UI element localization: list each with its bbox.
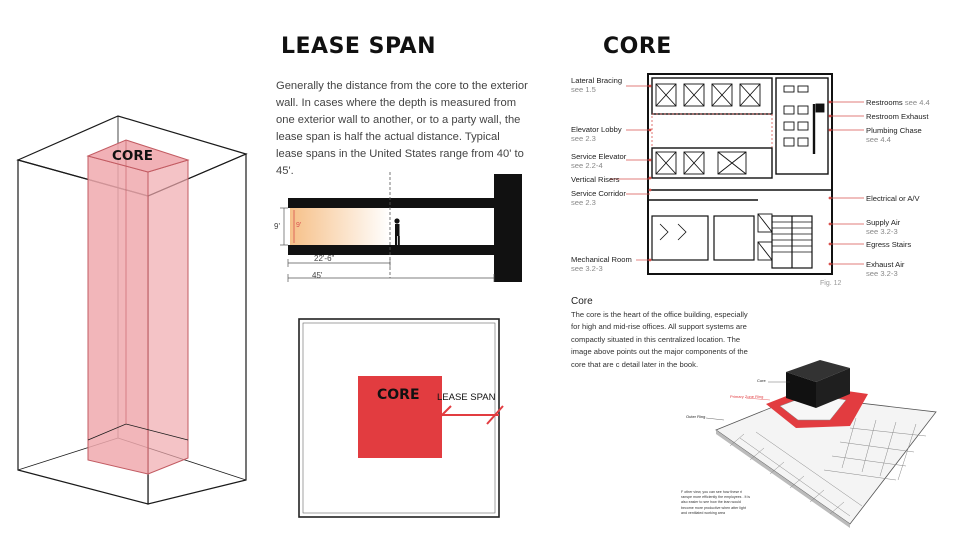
plan-core-square [358, 376, 442, 458]
duct-shafts [757, 213, 773, 261]
lease-span-heading: LEASE SPAN [281, 34, 436, 59]
section-wall [494, 174, 522, 282]
callout-electrical: Electrical or A/V [866, 194, 920, 203]
core-text-body: The core is the heart of the office buil… [571, 310, 748, 369]
axon-core-block [786, 360, 850, 382]
callout-restroom-exhaust: Restroom Exhaust [866, 112, 929, 121]
person-figure [394, 218, 400, 224]
tower-diagram [16, 115, 248, 505]
axon-note: F other view, you can see how these ri r… [681, 490, 751, 515]
section-dim-short: 22'-6" [314, 254, 335, 263]
axon-core-label: Core [757, 378, 766, 383]
section-height-label: 9' [274, 222, 280, 231]
tower-core-label: CORE [112, 148, 154, 164]
lease-span-description: Generally the distance from the core to … [276, 80, 528, 177]
section-inner-height-label: 9' [296, 222, 302, 229]
mechanical-room [651, 215, 709, 261]
axon-outer-label: Outer Ring [686, 414, 706, 419]
section-ceiling-slab [288, 198, 494, 208]
plan-lease-span-label: LEASE SPAN [437, 392, 496, 403]
figure-label: Fig. 12 [820, 280, 842, 287]
core-floor-plan [647, 73, 833, 275]
section-dim-long: 45' [312, 271, 323, 280]
elevator-bank-bottom [655, 151, 747, 175]
core-heading: CORE [603, 34, 672, 59]
lease-span-section [280, 172, 522, 282]
callout-egress-stairs: Egress Stairs [866, 240, 912, 249]
core-prism-top [86, 139, 190, 173]
callout-restrooms: Restrooms see 4.4 [866, 98, 930, 107]
section-floor-slab [288, 245, 494, 255]
core-text-title: Core [571, 296, 593, 307]
section-light-zone [290, 208, 390, 245]
elevator-bank-top [655, 83, 761, 107]
plan-core-label: CORE [377, 387, 420, 403]
axon-cubicles [729, 417, 927, 517]
office-axon [705, 360, 937, 528]
axon-primary-label: Primary Zone Ring [730, 394, 764, 399]
restroom-block [775, 77, 829, 175]
callout-vertical-risers: Vertical Risers [571, 175, 620, 184]
lease-span-plan [298, 318, 504, 518]
